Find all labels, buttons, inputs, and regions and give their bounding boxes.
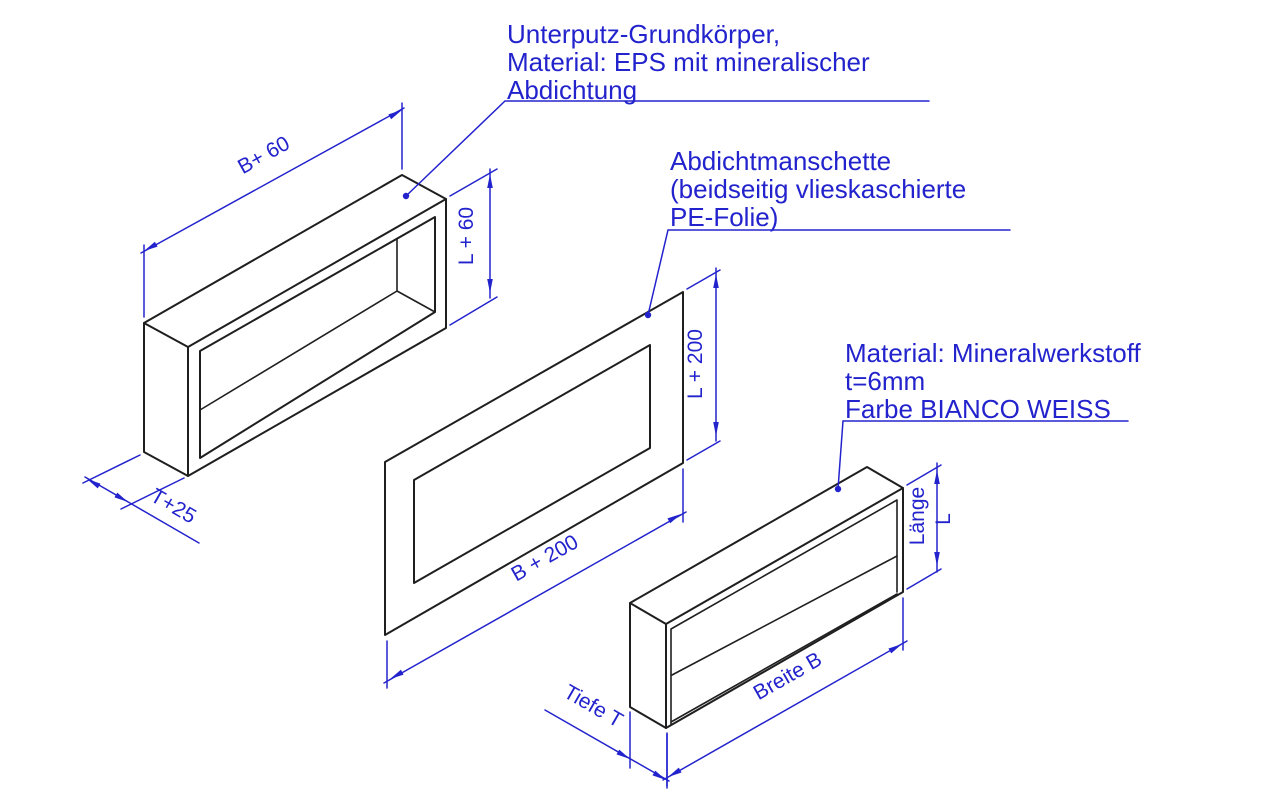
note-manschette-line2: (beidseitig vlieskaschierte (670, 174, 967, 204)
grundkoerper-opening (199, 216, 436, 459)
dim-l60-arrow-bottom (487, 279, 493, 293)
note-mineralwerkstoff: Material: Mineralwerkstoff t=6mm Farbe B… (845, 339, 1141, 423)
manschette-outline (384, 291, 684, 636)
note-grundkoerper-line3: Abdichtung (507, 75, 638, 105)
note-grundkoerper-line1: Unterputz-Grundkörper, (507, 19, 781, 49)
note-mineralwerkstoff-line1: Material: Mineralwerkstoff (845, 338, 1141, 368)
dim-l200-label: L + 200 (684, 329, 707, 399)
dim-box-laenge: Länge L (906, 462, 955, 590)
dim-breite-arrow-right (888, 644, 902, 654)
dim-box-tiefe: Tiefe T (544, 680, 670, 789)
leader-grundkoerper-line (405, 100, 930, 197)
dim-l60-label: L + 60 (455, 207, 478, 265)
einbaubox-wall-thickness-lines (670, 499, 898, 725)
dim-l60-arrow-top (487, 174, 493, 188)
dim-laenge-symbol-label: L (932, 513, 955, 525)
einbaubox-drawing (629, 466, 904, 729)
leader-mineralwerkstoff-line (837, 420, 1129, 490)
dim-t25-arrow-left (87, 479, 101, 489)
leader-grundkoerper (402, 100, 930, 200)
note-manschette-line3: PE-Folie) (670, 202, 779, 232)
dim-breite-line (662, 640, 908, 781)
dim-grundkoerper-breite: B+ 60 (140, 102, 405, 318)
dim-b60-arrow-left (144, 241, 158, 251)
note-manschette-line1: Abdichtmanschette (670, 146, 892, 176)
dim-breite-arrow-left (668, 767, 682, 777)
leader-manschette-dot (644, 311, 652, 319)
dim-laenge-extension-lines (906, 464, 942, 590)
dim-tiefe-arrow-right (652, 770, 666, 780)
dim-grundkoerper-tiefe: T+25 (82, 454, 200, 544)
dim-tiefe-line (544, 709, 670, 782)
dim-t25-arrow-right (114, 492, 128, 502)
dim-b200-arrow-left (390, 669, 404, 679)
leader-manschette (644, 229, 1011, 319)
dim-l60-extension-lines (449, 168, 498, 326)
grundkoerper-edges (143, 198, 447, 477)
leader-manschette-line (647, 229, 1011, 316)
manschette-cutout (413, 344, 651, 584)
note-grundkoerper: Unterputz-Grundkörper, Material: EPS mit… (507, 20, 870, 104)
einbaubox-edges (629, 487, 904, 729)
note-mineralwerkstoff-line3: Farbe BIANCO WEISS (845, 394, 1111, 424)
dim-b60-label: B+ 60 (234, 132, 294, 179)
grundkoerper-outline (143, 174, 447, 477)
leader-mineralwerkstoff (834, 420, 1129, 493)
dim-l200-arrow-bottom (713, 422, 719, 436)
dim-laenge-word-label: Länge (906, 487, 929, 545)
dim-tiefe-arrow-left (616, 749, 630, 759)
note-mineralwerkstoff-line2: t=6mm (845, 366, 926, 396)
einbaubox-interior-edge (671, 555, 898, 676)
dim-l200-extension-lines (686, 269, 721, 461)
dim-b60-extension-lines (143, 102, 403, 318)
dim-manschette-laenge: L + 200 (684, 267, 721, 461)
dim-l200-arrow-top (713, 274, 719, 288)
dim-manschette-breite: B + 200 (383, 468, 687, 689)
manschette-drawing (384, 291, 684, 636)
dim-grundkoerper-laenge: L + 60 (449, 168, 498, 326)
grundkoerper-opening-inner-edges (199, 238, 436, 411)
dim-b200-line (383, 511, 687, 684)
dim-b60-line (140, 107, 405, 254)
grundkoerper-drawing (143, 174, 447, 477)
dim-t25-label: T+25 (147, 484, 200, 528)
dim-box-breite: Breite B (662, 597, 908, 787)
note-grundkoerper-line2: Material: EPS mit mineralischer (507, 47, 870, 77)
dim-b60-arrow-right (388, 110, 402, 120)
dim-laenge-arrow-bottom (934, 552, 940, 566)
note-manschette: Abdichtmanschette (beidseitig vlieskasch… (670, 147, 966, 231)
dim-b200-arrow-right (667, 514, 681, 524)
dim-laenge-arrow-top (934, 470, 940, 484)
einbaubox-outline (629, 466, 904, 729)
dim-t25-line (84, 476, 200, 544)
leader-mineralwerkstoff-dot (834, 485, 842, 493)
leader-grundkoerper-dot (402, 192, 410, 200)
dim-b200-extension-lines (386, 468, 684, 689)
